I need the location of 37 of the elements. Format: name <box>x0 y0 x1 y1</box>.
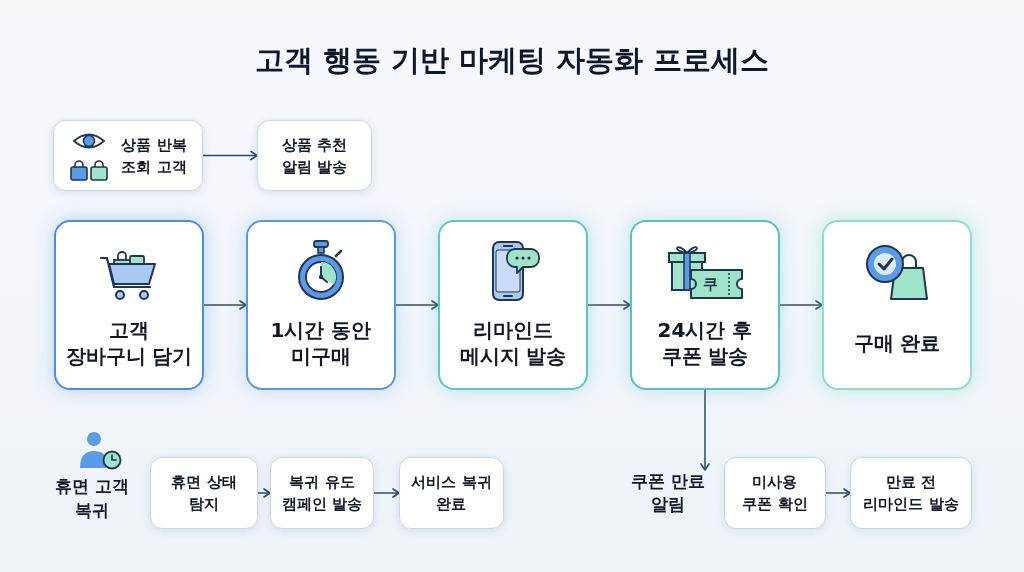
step-label: 1시간 동안 미구매 <box>270 317 372 369</box>
arrow <box>203 300 247 310</box>
process-box <box>150 457 258 529</box>
step-label: 만료 전 리마인드 발송 <box>863 472 959 515</box>
step-label: 24시간 후 쿠폰 발송 <box>657 317 753 369</box>
diagram-title: 고객 행동 기반 마케팅 자동화 프로세스 <box>254 42 770 79</box>
group-heading: 쿠폰 만료 알림 <box>628 470 708 516</box>
step-label: 고객 장바구니 담기 <box>65 317 193 369</box>
process-card <box>822 220 972 390</box>
step-label: 미사용 쿠폰 확인 <box>742 472 808 515</box>
process-box <box>724 457 826 529</box>
step-label: 복귀 유도 캠페인 발송 <box>281 472 363 515</box>
process-box <box>270 457 374 529</box>
process-card <box>438 220 588 390</box>
arrow <box>202 150 258 161</box>
arrow <box>257 488 271 498</box>
step-label: 상품 추천 알림 발송 <box>281 134 348 178</box>
arrow <box>825 488 851 498</box>
arrow <box>395 300 439 310</box>
process-card <box>630 220 780 390</box>
step-label: 상품 반복 조회 고객 <box>121 134 187 178</box>
group-heading: 휴면 고객 복귀 <box>54 475 130 522</box>
step-label: 휴면 상태 탐지 <box>171 472 237 515</box>
process-box <box>850 457 972 529</box>
step-label: 구매 완료 <box>853 330 941 356</box>
step-label: 리마인드 메시지 발송 <box>459 317 567 369</box>
process-card <box>246 220 396 390</box>
arrow <box>373 488 400 498</box>
process-card <box>54 220 204 390</box>
step-label: 서비스 복귀 완료 <box>411 472 492 515</box>
arrow <box>779 300 823 310</box>
arrow <box>587 300 631 310</box>
coupon-letter: 쿠 <box>701 274 719 294</box>
process-box <box>399 457 504 529</box>
arrow <box>700 389 710 471</box>
process-box <box>53 120 203 191</box>
process-box <box>257 120 372 191</box>
